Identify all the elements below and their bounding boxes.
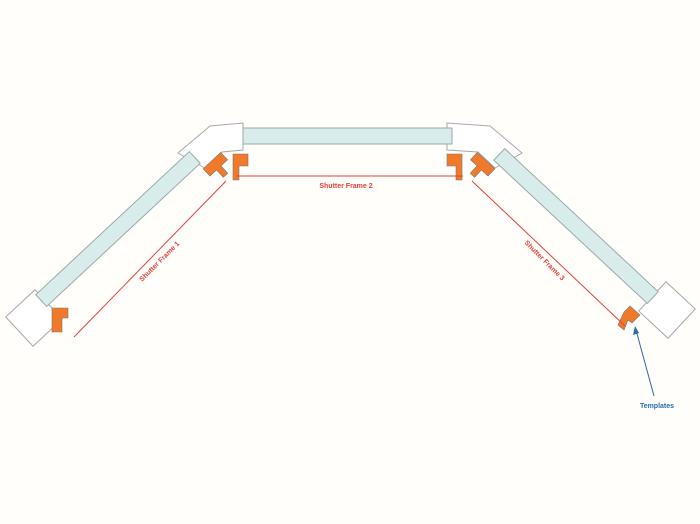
template-left-corner <box>202 152 229 178</box>
frame-1-line <box>73 180 227 338</box>
center-window-panel <box>242 127 453 145</box>
templates-arrow <box>635 329 655 397</box>
frame-3-label: Shutter Frame 3 <box>523 240 566 283</box>
frame-1-label: Shutter Frame 1 <box>139 241 182 284</box>
left-window-panel <box>35 150 201 308</box>
template-center-left <box>232 153 249 181</box>
frame-2-label: Shutter Frame 2 <box>319 183 372 190</box>
frame-3-line <box>471 180 626 327</box>
arrowhead-icon <box>633 326 639 335</box>
template-right-end <box>617 305 641 331</box>
right-window-panel <box>493 147 659 305</box>
template-center-right <box>446 153 463 181</box>
template-right-corner <box>469 152 496 178</box>
template-left-end <box>51 307 69 333</box>
templates-label: Templates <box>640 403 674 410</box>
